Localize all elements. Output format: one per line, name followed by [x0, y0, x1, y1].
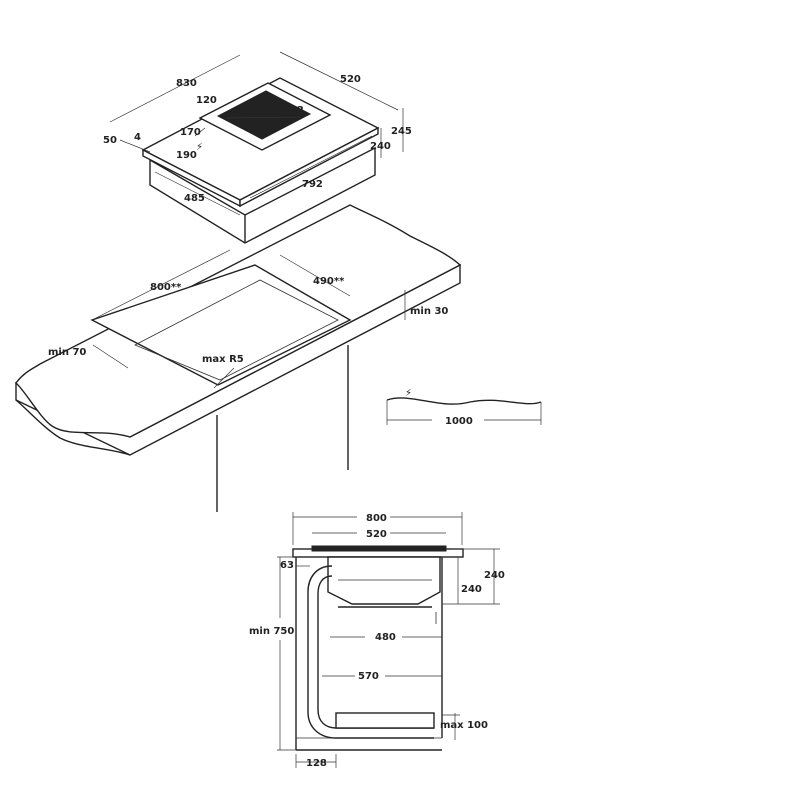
vent-width-label: 372: [283, 105, 304, 116]
cutout-depth-490-label: 490**: [313, 276, 345, 287]
hob-width-label: 830: [176, 78, 197, 89]
edge-50-label: 50: [103, 135, 117, 146]
cable-170-label: 170: [180, 127, 201, 138]
min-thickness-label: min 30: [410, 306, 448, 317]
cable-drawing: ⚡ 1000: [386, 388, 542, 427]
dim-520-line: [279, 51, 399, 111]
worktop-drawing: 800** 490** min 30 min 70 max R5: [15, 204, 462, 512]
hob-depth-label: 520: [340, 74, 361, 85]
section-height-b-label: 240: [461, 584, 482, 595]
section-inner-480-label: 480: [375, 632, 396, 643]
section-drawing: 800 520 240 240 63 min 750 480 570 max 1…: [249, 512, 505, 769]
section-duct-outer: [307, 565, 434, 739]
dim-830-line: [109, 54, 241, 123]
section-height-a-label: 240: [484, 570, 505, 581]
dim-490-line: [279, 254, 351, 297]
cutout-width-800-label: 800**: [150, 282, 182, 293]
section-min-height-label: min 750: [249, 626, 294, 637]
section-inner-570-label: 570: [358, 671, 379, 682]
cable-power-icon: ⚡: [405, 388, 412, 399]
worktop-cutout: [90, 264, 352, 386]
section-hob-glass: [311, 545, 447, 552]
min-edge-label: min 70: [48, 347, 86, 358]
section-max-plinth-label: max 100: [440, 720, 488, 731]
cable-190-label: 190: [176, 150, 197, 161]
hob-drawing: 830 520 120 372 245 240 50 4 170 190 ⚡ 7…: [103, 51, 412, 244]
section-bottom-128-label: 128: [306, 758, 327, 769]
cable-length-label: 1000: [445, 416, 473, 427]
vent-offset-label: 120: [196, 95, 217, 106]
hob-vent-slot: [216, 90, 312, 140]
edge-4-label: 4: [134, 132, 141, 143]
section-hob-body: [327, 556, 441, 605]
section-overall-width-label: 800: [366, 513, 387, 524]
cutout-width-label: 792: [302, 179, 323, 190]
total-height-label: 245: [391, 126, 412, 137]
cutout-depth-label: 485: [184, 193, 205, 204]
cable-line: [386, 397, 542, 405]
dim-800-line: [91, 249, 231, 321]
power-icon: ⚡: [196, 142, 203, 153]
section-duct-base: [335, 712, 435, 729]
max-radius-label: max R5: [202, 354, 244, 365]
section-top-gap-label: 63: [280, 560, 294, 571]
section-hob-width-label: 520: [366, 529, 387, 540]
body-height-label: 240: [370, 141, 391, 152]
section-duct-inner: [317, 575, 434, 729]
